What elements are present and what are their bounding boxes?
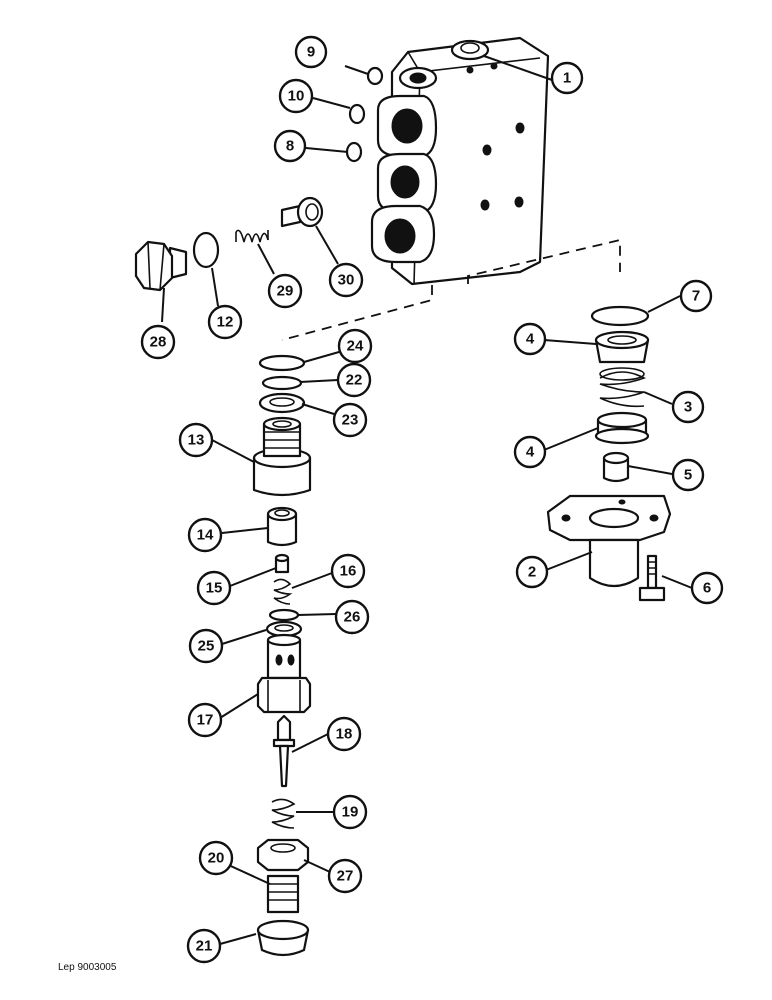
svg-text:4: 4 [526,331,535,348]
svg-text:15: 15 [206,580,223,597]
svg-text:4: 4 [526,444,535,461]
svg-text:20: 20 [208,850,225,867]
o-ring-12 [192,231,220,269]
callout-2: 2 [515,555,549,589]
callout-26: 26 [334,599,370,635]
o-ring-8 [345,141,363,163]
callout-1: 1 [550,61,584,95]
callout-29: 29 [267,273,303,309]
callout-21: 21 [186,928,222,964]
assembly-line-right [467,238,621,284]
svg-text:7: 7 [692,288,700,305]
callout-18: 18 [326,716,362,752]
spring-29 [235,229,269,243]
svg-text:9: 9 [307,44,315,61]
spring-seat-4b [594,411,650,445]
svg-text:27: 27 [337,868,354,885]
callout-16: 16 [330,553,366,589]
callout-24: 24 [337,328,373,364]
plug-28 [134,240,188,292]
seal-23 [258,392,306,414]
callout-28: 28 [140,324,176,360]
callout-4b: 4 [513,435,547,469]
callout-5: 5 [671,458,705,492]
leader-lines [161,55,693,945]
callout-27: 27 [327,858,363,894]
adjuster-17 [256,633,312,714]
assembly-line-left [281,285,433,341]
svg-text:29: 29 [277,283,294,300]
svg-text:21: 21 [196,938,213,955]
screw-20 [266,874,300,914]
svg-text:1: 1 [563,70,571,87]
callout-15: 15 [196,570,232,606]
svg-text:10: 10 [288,88,305,105]
callout-6: 6 [690,571,724,605]
svg-text:23: 23 [342,412,359,429]
callout-12: 12 [207,304,243,340]
callout-30: 30 [328,262,364,298]
spring-16 [273,578,293,605]
cover-2 [546,494,672,588]
svg-text:16: 16 [340,563,357,580]
spring-3 [599,367,646,408]
nut-27 [256,838,310,872]
svg-text:28: 28 [150,334,167,351]
callout-17: 17 [187,702,223,738]
o-ring-9 [366,66,384,86]
backup-ring-22 [261,375,303,391]
svg-text:30: 30 [338,272,355,289]
reference-code: Lep 9003005 [58,962,117,973]
cap-21 [256,919,310,957]
pin-18 [272,714,296,788]
svg-text:22: 22 [346,372,363,389]
spring-seat-4a [594,330,650,364]
callout-3: 3 [671,390,705,424]
valve-body [370,36,550,286]
seat-25 [265,620,303,638]
sleeve-14 [266,506,298,547]
callout-13: 13 [178,422,214,458]
svg-text:24: 24 [347,338,364,355]
callout-7: 7 [679,279,713,313]
poppet-30 [280,196,324,228]
callout-20: 20 [198,840,234,876]
svg-text:3: 3 [684,399,692,416]
callout-22: 22 [336,362,372,398]
callout-4a: 4 [513,322,547,356]
svg-text:8: 8 [286,138,294,155]
o-ring-10 [348,103,366,125]
callout-19: 19 [332,794,368,830]
svg-text:12: 12 [217,314,234,331]
svg-text:14: 14 [197,527,214,544]
o-ring-7 [590,305,650,327]
cartridge-13 [252,416,312,497]
svg-text:17: 17 [197,712,214,729]
callout-8: 8 [273,129,307,163]
svg-text:18: 18 [336,726,353,743]
callout-25: 25 [188,628,224,664]
svg-text:19: 19 [342,804,359,821]
svg-text:2: 2 [528,564,536,581]
svg-text:5: 5 [684,467,692,484]
pilot-poppet-15 [274,553,290,574]
spring-19 [271,798,296,829]
spool-5 [602,451,630,483]
bolt-6 [638,554,666,602]
svg-text:6: 6 [703,580,711,597]
o-ring-24 [258,354,306,372]
svg-text:26: 26 [344,609,361,626]
svg-text:25: 25 [198,638,215,655]
o-ring-26 [268,608,300,622]
callout-10: 10 [278,78,314,114]
callout-9: 9 [294,35,328,69]
svg-text:13: 13 [188,432,205,449]
callout-14: 14 [187,517,223,553]
callout-23: 23 [332,402,368,438]
